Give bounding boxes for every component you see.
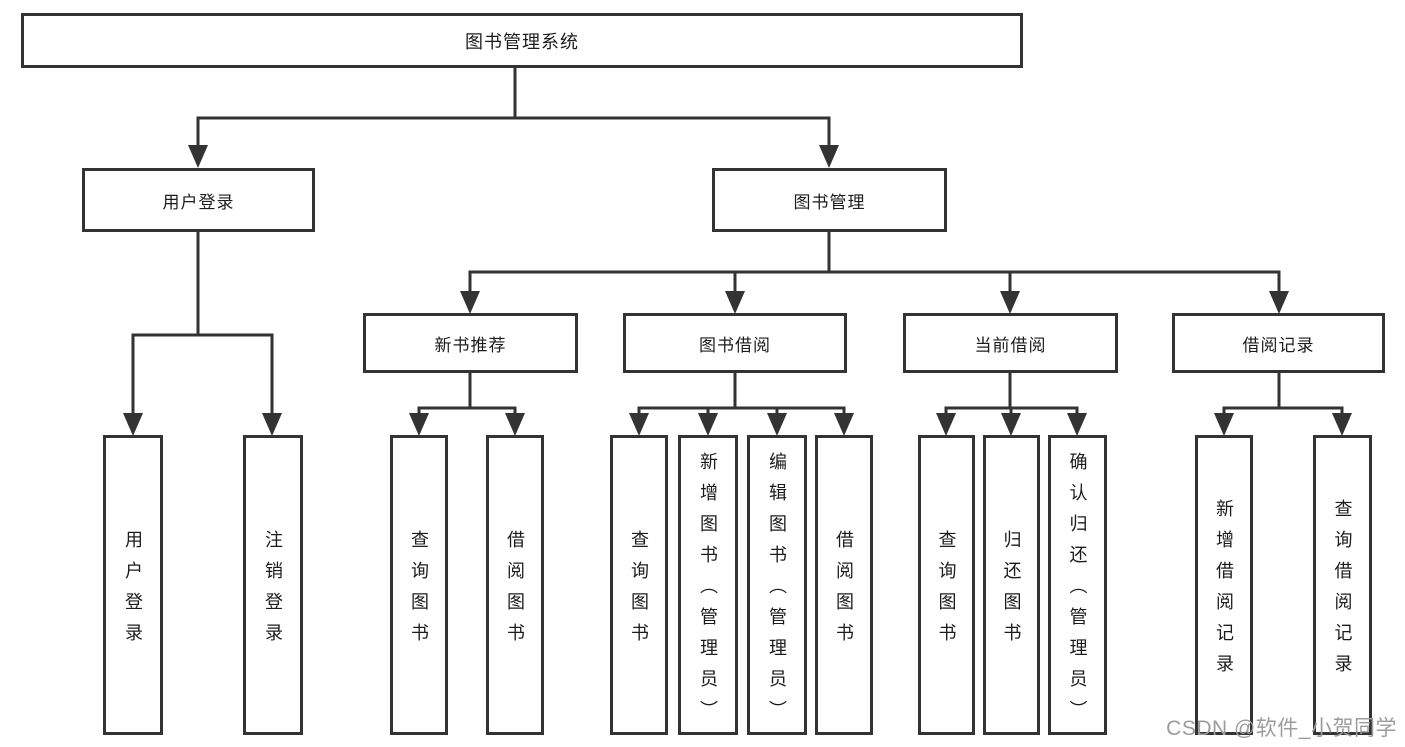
leaf-confirm-return-admin: 确认归还（管理员） — [1048, 435, 1107, 735]
arrowhead-icon — [819, 145, 839, 168]
leaf-logout: 注销登录 — [243, 435, 303, 735]
arrowhead-icon — [725, 291, 745, 314]
connector-borrow-records-children — [1214, 371, 1352, 436]
leaf-query-books-1: 查询图书 — [390, 435, 448, 735]
arrowhead-icon — [1332, 413, 1352, 436]
arrowhead-icon — [123, 413, 143, 436]
node-current-borrowing: 当前借阅 — [903, 313, 1118, 373]
node-label: 查询图书 — [629, 529, 649, 654]
arrowhead-icon — [629, 413, 649, 436]
node-user-login: 用户登录 — [82, 168, 315, 232]
node-label: 图书管理系统 — [465, 31, 579, 52]
node-label: 用户登录 — [162, 192, 235, 212]
node-label: 图书管理 — [793, 192, 866, 212]
node-book-management: 图书管理 — [712, 168, 947, 232]
arrowhead-icon — [834, 413, 854, 436]
leaf-query-books-2: 查询图书 — [610, 435, 668, 735]
arrowhead-icon — [936, 413, 956, 436]
arrowhead-icon — [188, 145, 208, 168]
node-label: 新书推荐 — [434, 335, 507, 355]
arrowhead-icon — [1269, 291, 1289, 314]
leaf-return-books: 归还图书 — [983, 435, 1040, 735]
csdn-watermark: CSDN @软件_小贺同学 — [1166, 717, 1397, 740]
arrowhead-icon — [505, 413, 525, 436]
connector-root-to-level2 — [188, 66, 839, 168]
node-label: 当前借阅 — [974, 335, 1047, 355]
connector-book-borrow-children — [629, 371, 854, 436]
leaf-query-borrow-record: 查询借阅记录 — [1313, 435, 1372, 735]
arrowhead-icon — [698, 413, 718, 436]
connector-current-borrow-children — [936, 371, 1087, 436]
node-label: 新增借阅记录 — [1214, 498, 1234, 685]
node-label: 归还图书 — [1001, 529, 1022, 654]
connector-new-book-rec-children — [409, 371, 525, 436]
arrowhead-icon — [1001, 413, 1021, 436]
node-label: 查询图书 — [409, 529, 429, 654]
leaf-borrow-books-1: 借阅图书 — [486, 435, 544, 735]
leaf-add-books-admin: 新增图书（管理员） — [678, 435, 738, 735]
arrowhead-icon — [1067, 413, 1087, 436]
node-label: 新增图书（管理员） — [698, 452, 718, 731]
node-label: 查询图书 — [936, 529, 957, 654]
node-label: 图书借阅 — [699, 335, 771, 355]
arrowhead-icon — [1214, 413, 1234, 436]
arrowhead-icon — [767, 413, 787, 436]
leaf-user-login: 用户登录 — [103, 435, 163, 735]
arrowhead-icon — [1000, 291, 1020, 314]
node-label: 编辑图书（管理员） — [767, 452, 787, 731]
connector-user-login-children — [123, 230, 282, 436]
leaf-add-borrow-record: 新增借阅记录 — [1195, 435, 1253, 735]
node-label: 注销登录 — [263, 529, 283, 654]
node-label: 借阅图书 — [834, 529, 854, 654]
node-borrow-records: 借阅记录 — [1172, 313, 1385, 373]
leaf-borrow-books-2: 借阅图书 — [815, 435, 873, 735]
node-label: 借阅记录 — [1242, 335, 1315, 355]
arrowhead-icon — [460, 291, 480, 314]
leaf-edit-books-admin: 编辑图书（管理员） — [747, 435, 807, 735]
node-label: 确认归还（管理员） — [1067, 452, 1088, 731]
node-new-book-recommend: 新书推荐 — [363, 313, 578, 373]
arrowhead-icon — [262, 413, 282, 436]
leaf-query-books-3: 查询图书 — [918, 435, 975, 735]
node-label: 用户登录 — [123, 529, 143, 654]
node-book-borrowing: 图书借阅 — [623, 313, 847, 373]
connector-book-mgmt-children — [460, 230, 1289, 314]
node-label: 借阅图书 — [505, 529, 525, 654]
node-label: 查询借阅记录 — [1332, 498, 1353, 685]
node-library-management-system: 图书管理系统 — [21, 13, 1023, 68]
arrowhead-icon — [409, 413, 429, 436]
